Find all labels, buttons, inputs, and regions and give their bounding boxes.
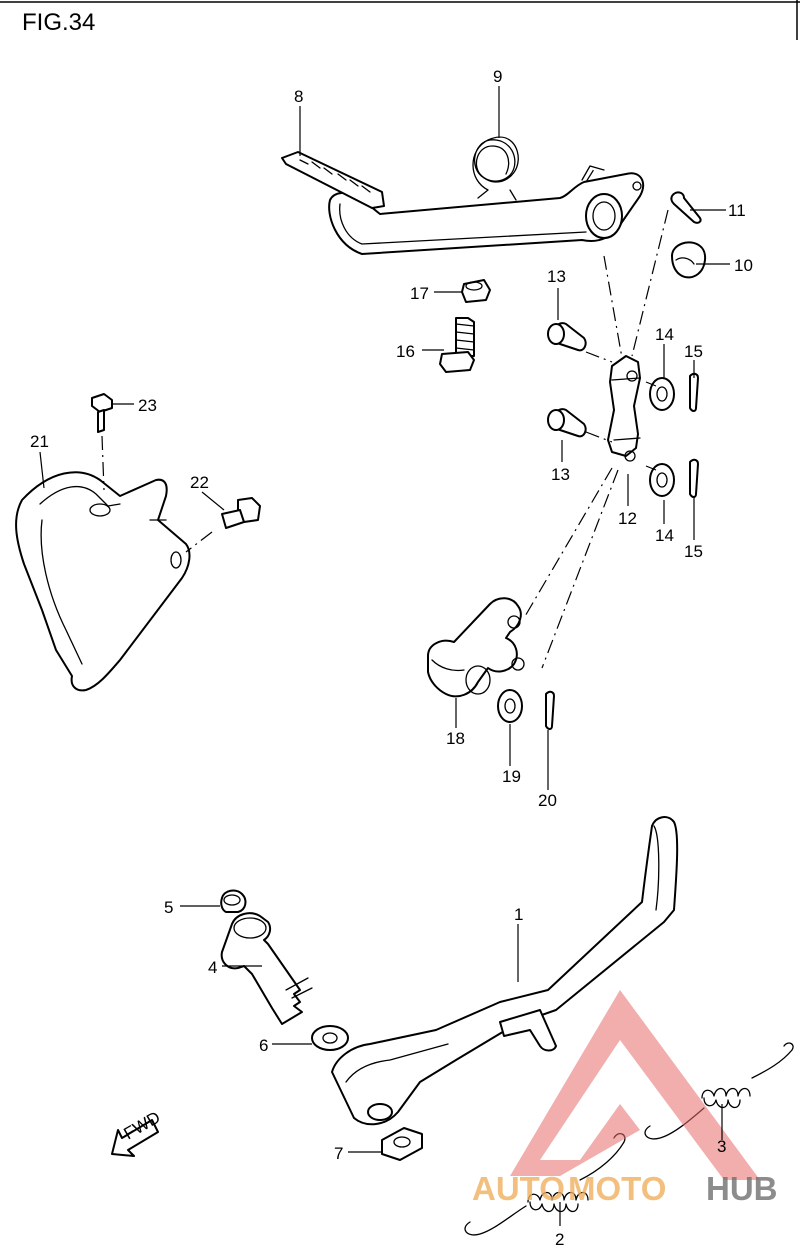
part-number: 10 — [734, 256, 753, 275]
clevis-pin-upper — [547, 322, 587, 352]
part-number: 7 — [334, 1144, 343, 1163]
leader-dash — [185, 531, 213, 553]
part-number: 19 — [502, 767, 521, 786]
part-number: 20 — [538, 791, 557, 810]
part-number: 4 — [208, 958, 217, 977]
part-number: 13 — [551, 465, 570, 484]
cotter-pin-top — [670, 191, 702, 224]
stand-nut — [381, 1127, 423, 1161]
part-number: 14 — [655, 325, 674, 344]
cotter-pin-lever — [545, 690, 555, 730]
watermark-text-auto: AUTO — [472, 1170, 565, 1207]
part-number: 15 — [684, 542, 703, 561]
forward-direction-arrow: FWD — [111, 1108, 164, 1157]
washer-lever — [497, 689, 523, 723]
part-number: 3 — [717, 1137, 726, 1156]
watermark-text-moto: MOTO — [568, 1170, 666, 1207]
part-number: 8 — [294, 87, 303, 106]
part-number: 6 — [259, 1036, 268, 1055]
stand-spring-outer — [644, 1042, 794, 1140]
part-number: 14 — [655, 526, 674, 545]
adjuster-bolt — [439, 317, 475, 373]
part-number: 9 — [493, 67, 502, 86]
bolt-cap — [220, 889, 247, 913]
part-number: 21 — [30, 432, 49, 451]
stand-washer — [311, 1025, 349, 1051]
stand-spring-inner — [464, 1133, 626, 1236]
part-number: 2 — [555, 1230, 564, 1249]
part-number: 12 — [618, 509, 637, 528]
washer-lower — [649, 463, 675, 497]
guard-bolt-upper — [91, 393, 113, 433]
brake-pedal — [281, 151, 645, 255]
watermark-text-hub: HUB — [706, 1170, 778, 1207]
brake-rod — [607, 355, 641, 462]
guard-bolt-side — [221, 497, 261, 529]
leader-dash — [585, 165, 597, 183]
watermark-logo: AUTO MOTO HUB — [472, 990, 778, 1207]
part-number: 15 — [684, 342, 703, 361]
cap-nut — [671, 241, 706, 279]
part-number: 16 — [396, 342, 415, 361]
part-number: 13 — [547, 267, 566, 286]
cotter-pin-upper — [689, 372, 699, 412]
part-number: 5 — [164, 898, 173, 917]
cotter-pin-lower — [689, 458, 699, 498]
pivot-bolt — [220, 912, 313, 1025]
side-stand — [331, 816, 679, 1126]
brake-lever — [427, 597, 525, 698]
part-number: 23 — [138, 396, 157, 415]
figure-title: FIG.34 — [22, 9, 95, 36]
clevis-pin-lower — [547, 408, 587, 438]
part-number: 1 — [514, 905, 523, 924]
part-number: 22 — [190, 473, 209, 492]
lock-nut — [461, 279, 491, 303]
pedal-return-spring — [472, 136, 519, 201]
part-number: 18 — [446, 729, 465, 748]
leader-dash — [101, 435, 105, 491]
washer-upper — [649, 377, 675, 411]
assembly-lines-upper — [523, 209, 669, 669]
heel-guard — [15, 471, 191, 692]
part-number: 17 — [410, 284, 429, 303]
part-numbers: 1 2 3 4 5 6 7 8 9 10 11 12 13 13 14 14 1… — [30, 67, 753, 1249]
leader-lines — [39, 86, 730, 1226]
part-number: 11 — [728, 201, 746, 220]
